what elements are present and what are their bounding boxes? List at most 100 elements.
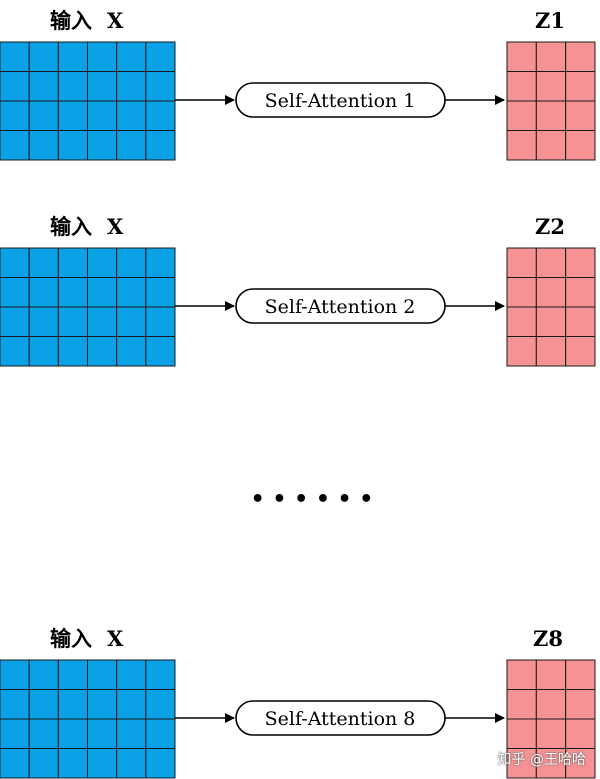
matrix-cell xyxy=(28,100,59,131)
matrix-cell xyxy=(57,277,88,308)
matrix-cell xyxy=(28,41,59,72)
matrix-cell xyxy=(57,41,88,72)
input-matrix xyxy=(0,41,176,161)
ellipsis-dots: • • • • • • xyxy=(251,487,374,512)
matrix-cell xyxy=(0,100,30,131)
matrix-cell xyxy=(565,71,596,102)
matrix-cell xyxy=(506,130,537,161)
matrix-cell xyxy=(565,130,596,161)
matrix-cell xyxy=(57,130,88,161)
matrix-cell xyxy=(28,247,59,278)
matrix-cell xyxy=(57,100,88,131)
matrix-cell xyxy=(87,71,118,102)
matrix-cell xyxy=(116,659,147,690)
input-label: 输入 xyxy=(50,215,92,239)
matrix-cell xyxy=(565,277,596,308)
matrix-cell xyxy=(116,71,147,102)
input-label: 输入 xyxy=(50,9,92,33)
input-variable: X xyxy=(107,214,124,239)
output-matrix xyxy=(506,41,596,161)
matrix-cell xyxy=(0,718,30,749)
matrix-cell xyxy=(87,130,118,161)
matrix-cell xyxy=(565,100,596,131)
matrix-cell xyxy=(145,130,176,161)
matrix-cell xyxy=(506,718,537,749)
output-matrix xyxy=(506,659,596,779)
matrix-cell xyxy=(116,306,147,337)
matrix-cell xyxy=(506,100,537,131)
matrix-cell xyxy=(28,689,59,720)
matrix-cell xyxy=(506,71,537,102)
self-attention-label: Self-Attention 1 xyxy=(265,90,416,112)
matrix-cell xyxy=(57,71,88,102)
matrix-cell xyxy=(28,718,59,749)
matrix-cell xyxy=(87,718,118,749)
matrix-cell xyxy=(535,41,567,72)
matrix-cell xyxy=(506,336,537,367)
matrix-cell xyxy=(87,748,118,779)
matrix-cell xyxy=(535,71,567,102)
matrix-cell xyxy=(87,41,118,72)
matrix-cell xyxy=(116,748,147,779)
matrix-cell xyxy=(0,277,30,308)
matrix-cell xyxy=(506,277,537,308)
matrix-cell xyxy=(535,277,567,308)
matrix-cell xyxy=(28,71,59,102)
matrix-cell xyxy=(116,130,147,161)
matrix-cell xyxy=(0,247,30,278)
matrix-cell xyxy=(116,689,147,720)
matrix-cell xyxy=(565,336,596,367)
matrix-cell xyxy=(145,718,176,749)
matrix-cell xyxy=(0,306,30,337)
matrix-cell xyxy=(506,306,537,337)
matrix-cell xyxy=(0,748,30,779)
matrix-cell xyxy=(116,336,147,367)
matrix-cell xyxy=(535,247,567,278)
matrix-cell xyxy=(57,689,88,720)
matrix-cell xyxy=(145,71,176,102)
matrix-cell xyxy=(506,41,537,72)
matrix-cell xyxy=(87,689,118,720)
matrix-cell xyxy=(145,277,176,308)
watermark: 知乎 @王哈哈 xyxy=(497,752,586,768)
self-attention-label: Self-Attention 2 xyxy=(265,296,416,318)
matrix-cell xyxy=(535,130,567,161)
matrix-cell xyxy=(145,247,176,278)
matrix-cell xyxy=(145,306,176,337)
matrix-cell xyxy=(87,336,118,367)
matrix-cell xyxy=(116,718,147,749)
matrix-cell xyxy=(116,247,147,278)
matrix-cell xyxy=(0,659,30,690)
matrix-cell xyxy=(565,41,596,72)
input-label: 输入 xyxy=(50,627,92,651)
matrix-cell xyxy=(57,659,88,690)
output-label: Z1 xyxy=(535,8,565,33)
matrix-cell xyxy=(145,748,176,779)
matrix-cell xyxy=(0,689,30,720)
matrix-cell xyxy=(506,689,537,720)
matrix-cell xyxy=(535,718,567,749)
matrix-cell xyxy=(28,306,59,337)
matrix-cell xyxy=(0,130,30,161)
matrix-cell xyxy=(565,718,596,749)
matrix-cell xyxy=(28,130,59,161)
attention-row-1: 输入 X Self-Attention 1 Z1 xyxy=(0,8,596,161)
matrix-cell xyxy=(145,689,176,720)
input-variable: X xyxy=(107,626,124,651)
output-label: Z2 xyxy=(535,214,565,239)
matrix-cell xyxy=(506,659,537,690)
matrix-cell xyxy=(57,718,88,749)
matrix-cell xyxy=(535,100,567,131)
matrix-cell xyxy=(57,748,88,779)
input-variable: X xyxy=(107,8,124,33)
matrix-cell xyxy=(28,336,59,367)
matrix-cell xyxy=(87,659,118,690)
matrix-cell xyxy=(116,41,147,72)
attention-row-8: 输入 X Self-Attention 8 Z8 xyxy=(0,626,596,779)
matrix-cell xyxy=(57,247,88,278)
matrix-cell xyxy=(535,336,567,367)
matrix-cell xyxy=(535,689,567,720)
matrix-cell xyxy=(87,100,118,131)
matrix-cell xyxy=(0,71,30,102)
